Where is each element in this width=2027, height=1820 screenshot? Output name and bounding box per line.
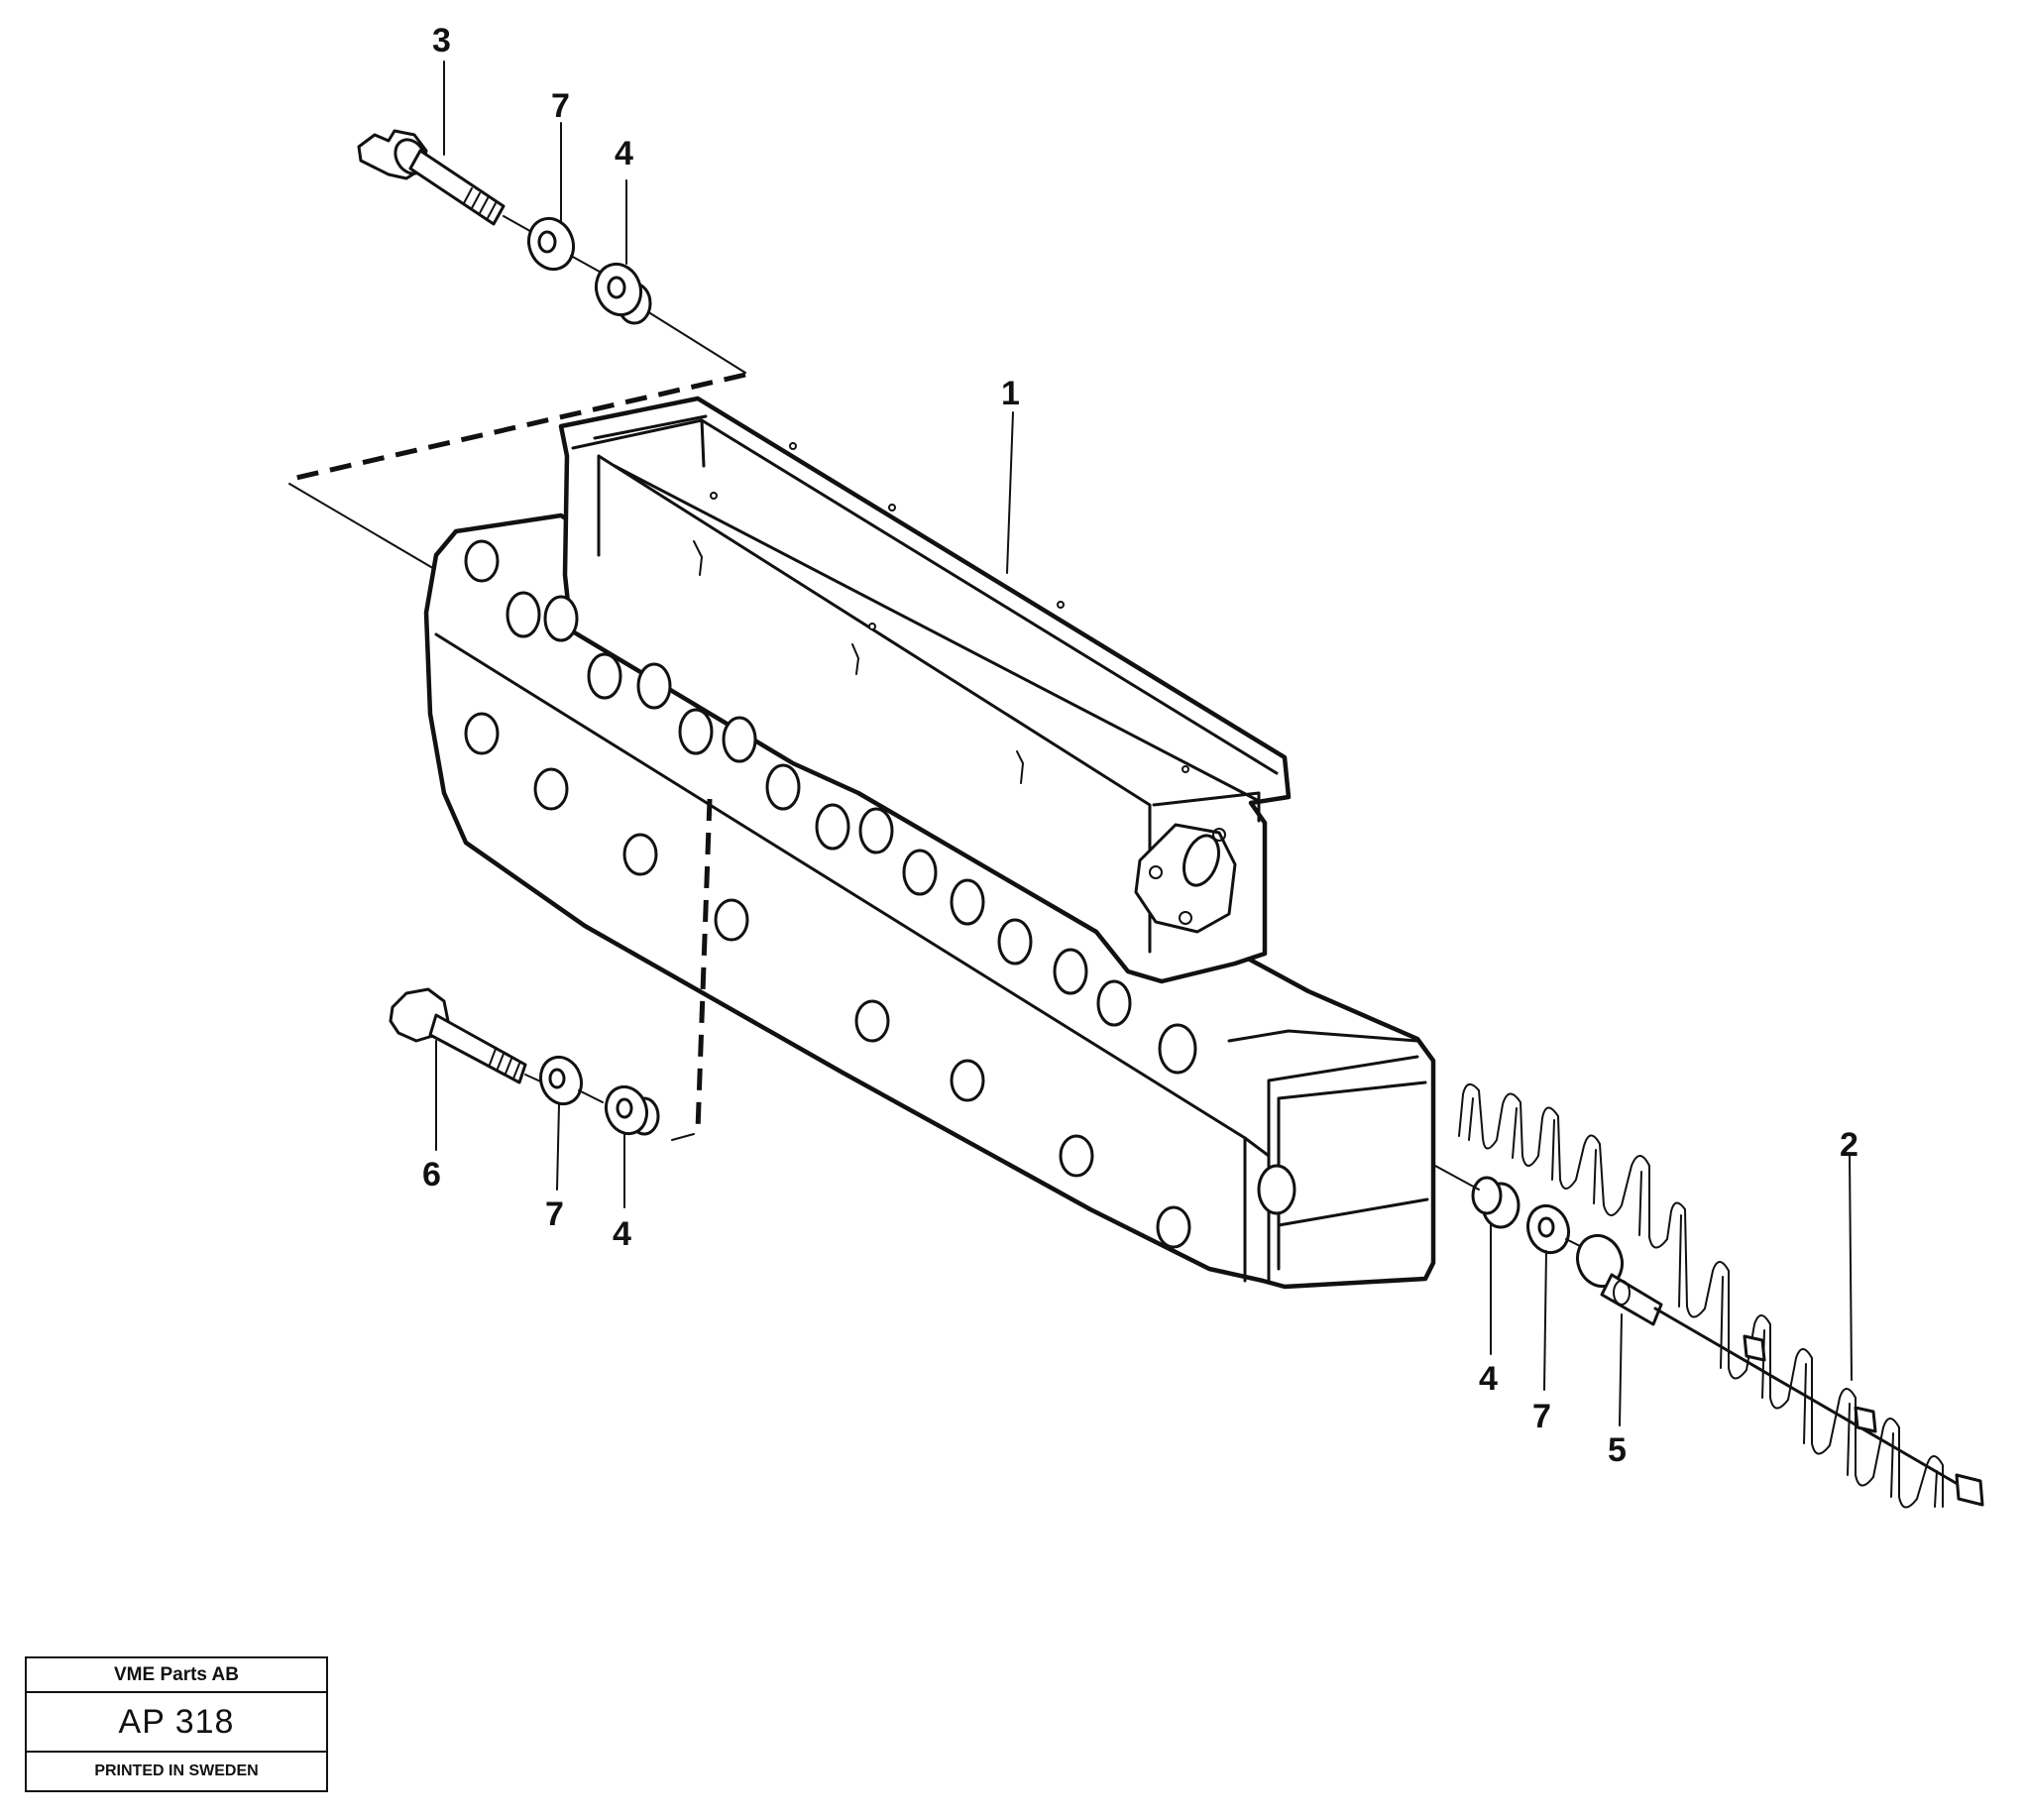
bushing-right [1471, 1176, 1520, 1229]
callout-4-top: 4 [615, 135, 633, 172]
washer-middle [538, 1055, 584, 1106]
company-name: VME Parts AB [27, 1658, 326, 1693]
drawing-code: AP 318 [27, 1693, 326, 1753]
title-block: VME Parts AB AP 318 PRINTED IN SWEDEN [25, 1656, 328, 1792]
manifold [423, 396, 1436, 1290]
washer-right [1525, 1203, 1571, 1255]
callout-7-mid: 7 [545, 1195, 564, 1233]
callout-6: 6 [422, 1156, 441, 1194]
sensor-part-5 [1575, 1233, 1663, 1326]
printed-note: PRINTED IN SWEDEN [94, 1763, 259, 1779]
washer-top [526, 216, 576, 272]
callout-5: 5 [1608, 1431, 1627, 1469]
callout-1: 1 [1001, 375, 1020, 412]
callout-4-right: 4 [1479, 1360, 1498, 1398]
heater-coil [1458, 1083, 1984, 1509]
bolt-top [357, 129, 506, 226]
callout-7-right: 7 [1532, 1398, 1551, 1435]
callout-4-mid: 4 [613, 1215, 631, 1253]
bolt-middle [389, 987, 527, 1084]
callout-2: 2 [1840, 1126, 1858, 1164]
bushing-top [594, 262, 652, 325]
bushing-middle [604, 1084, 660, 1136]
callout-3-top: 3 [432, 22, 451, 59]
callout-7-top: 7 [551, 87, 570, 125]
